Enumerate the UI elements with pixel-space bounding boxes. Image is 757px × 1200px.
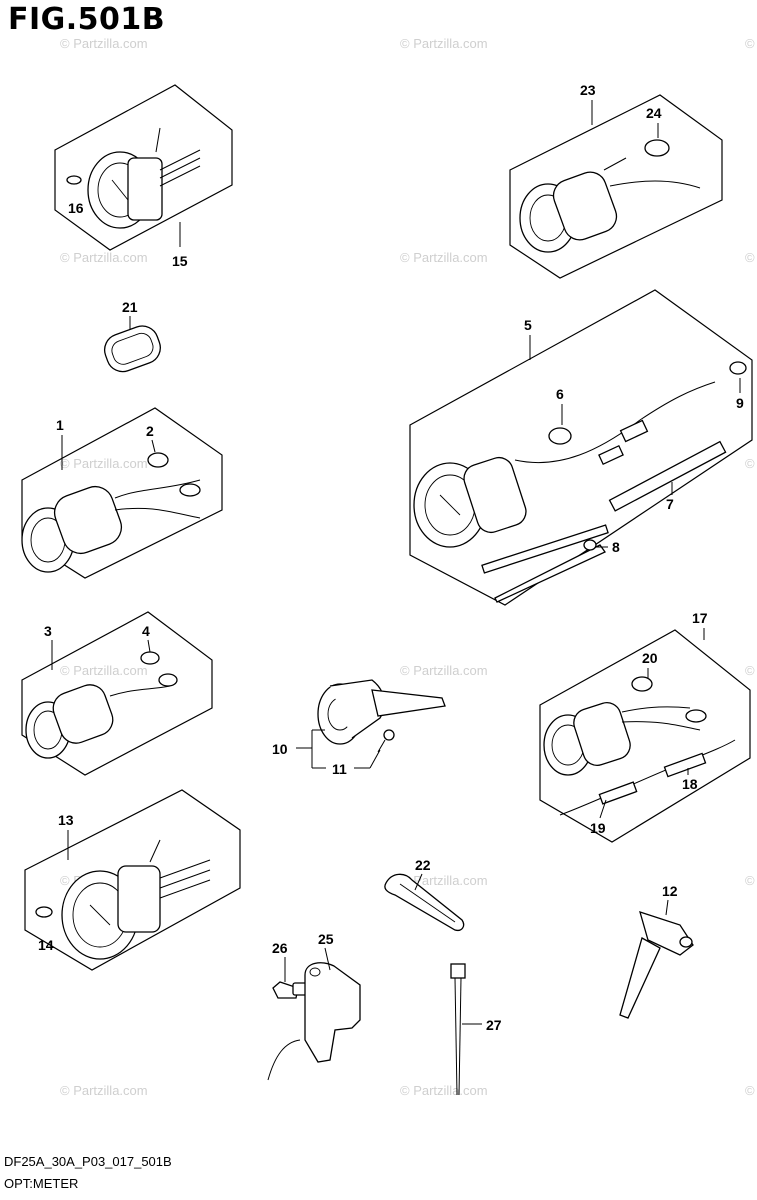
watermark: © Partzilla.com [60,1083,148,1098]
watermark: © Partzilla.com [745,456,757,471]
part-26 [272,981,310,999]
assembly-10 [317,679,446,753]
callout-3: 3 [44,623,52,639]
figure-title: FIG.501B [8,2,166,37]
figure-code: DF25A_30A_P03_017_501B [4,1154,172,1169]
watermark: © Partzilla.com [60,250,148,265]
assembly-1 [21,407,223,579]
watermark: © Partzilla.com [745,873,757,888]
callout-26: 26 [272,940,288,956]
watermark: © Partzilla.com [60,36,148,51]
callout-14: 14 [38,937,54,953]
callout-2: 2 [146,423,154,439]
part-12 [619,911,694,1019]
part-27 [450,963,466,1096]
assembly-15 [54,84,233,251]
watermark: © Partzilla.com [60,456,148,471]
watermark: © Partzilla.com [400,1083,488,1098]
callout-10: 10 [272,741,288,757]
callout-18: 18 [682,776,698,792]
callout-24: 24 [646,105,662,121]
callout-12: 12 [662,883,678,899]
watermark: © Partzilla.com [745,663,757,678]
assembly-5 [409,289,753,606]
callout-19: 19 [590,820,606,836]
assembly-3 [21,611,213,776]
assembly-17 [539,629,751,843]
callout-23: 23 [580,82,596,98]
callout-27: 27 [486,1017,502,1033]
callout-13: 13 [58,812,74,828]
callout-6: 6 [556,386,564,402]
callout-16: 16 [68,200,84,216]
assembly-13 [24,789,241,971]
watermark: © Partzilla.com [745,250,757,265]
callout-11: 11 [332,761,347,777]
watermark: © Partzilla.com [60,663,148,678]
watermark: © Partzilla.com [745,1083,757,1098]
callout-22: 22 [415,857,431,873]
callout-17: 17 [692,610,708,626]
part-25 [267,962,361,1081]
callout-15: 15 [172,253,188,269]
assembly-23 [509,94,723,279]
callout-5: 5 [524,317,532,333]
callout-1: 1 [56,417,64,433]
callout-21: 21 [122,299,138,315]
part-21 [103,325,161,373]
watermark: © Partzilla.com [745,36,757,51]
callout-25: 25 [318,931,334,947]
watermark: © Partzilla.com [400,873,488,888]
watermark: © Partzilla.com [400,250,488,265]
watermark: © Partzilla.com [400,663,488,678]
figure-name: OPT:METER [4,1176,79,1191]
callout-20: 20 [642,650,658,666]
part-22 [384,873,465,932]
callout-7: 7 [666,496,674,512]
callout-8: 8 [612,539,620,555]
watermark: © Partzilla.com [400,36,488,51]
callout-4: 4 [142,623,150,639]
callout-9: 9 [736,395,744,411]
